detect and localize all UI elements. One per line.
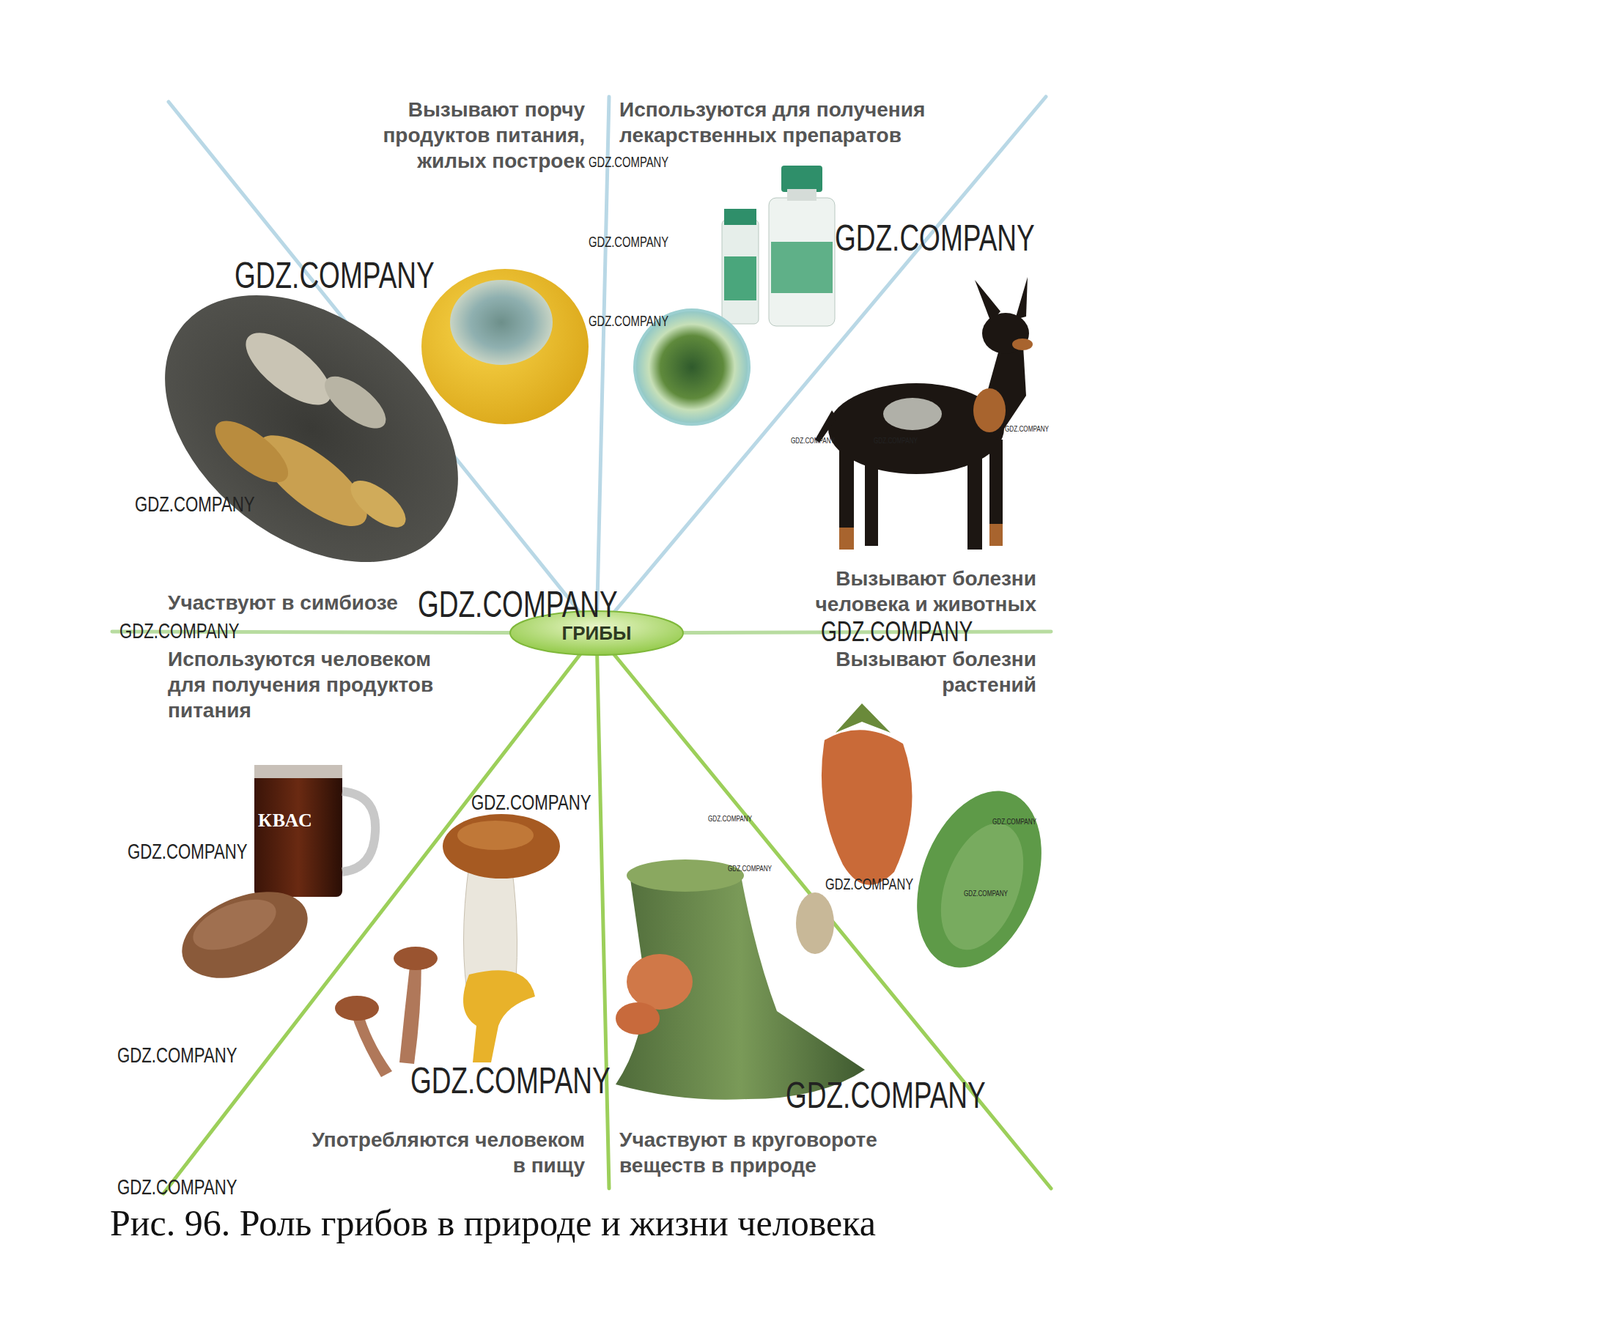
watermark: GDZ.COMPANY [790,436,835,445]
category-label: Вызывают порчу продуктов питания, жилых … [351,96,587,174]
watermark: GDZ.COMPANY [820,617,973,646]
node-title: ГРИБЫ [562,622,632,645]
watermark: GDZ.COMPANY [834,219,1035,257]
category-label: Участвуют в симбиозе [166,590,416,616]
watermark: GDZ.COMPANY [825,876,914,893]
watermark: GDZ.COMPANY [117,1044,238,1067]
watermark: GDZ.COMPANY [119,620,240,643]
watermark: GDZ.COMPANY [588,313,669,329]
category-label: Вызывают болезни человека и животных [795,565,1038,618]
watermark: GDZ.COMPANY [588,234,669,250]
watermark: GDZ.COMPANY [1004,425,1049,434]
watermark: GDZ.COMPANY [727,864,772,873]
watermark: GDZ.COMPANY [410,1062,611,1100]
watermark: GDZ.COMPANY [127,840,248,863]
watermark: GDZ.COMPANY [873,436,918,445]
category-label: Используются для получения лекарственных… [617,96,970,149]
watermark: GDZ.COMPANY [471,791,592,814]
watermark: GDZ.COMPANY [234,257,435,294]
watermark: GDZ.COMPANY [117,1176,238,1199]
category-label: Участвуют в круговороте веществ в природ… [617,1127,926,1179]
mug-text: КВАС [257,809,313,832]
watermark: GDZ.COMPANY [963,889,1008,898]
watermark: GDZ.COMPANY [417,586,618,623]
watermark: GDZ.COMPANY [992,817,1037,827]
watermark: GDZ.COMPANY [708,815,752,824]
watermark: GDZ.COMPANY [588,154,669,170]
category-label: Используются человеком для получения про… [166,646,445,724]
figure-caption: Рис. 96. Роль грибов в природе и жизни ч… [109,1202,876,1245]
category-label: Вызывают болезни растений [795,646,1038,698]
category-label: Употребляются человеком в пищу [300,1127,587,1179]
watermark: GDZ.COMPANY [134,493,256,516]
watermark: GDZ.COMPANY [785,1077,986,1115]
